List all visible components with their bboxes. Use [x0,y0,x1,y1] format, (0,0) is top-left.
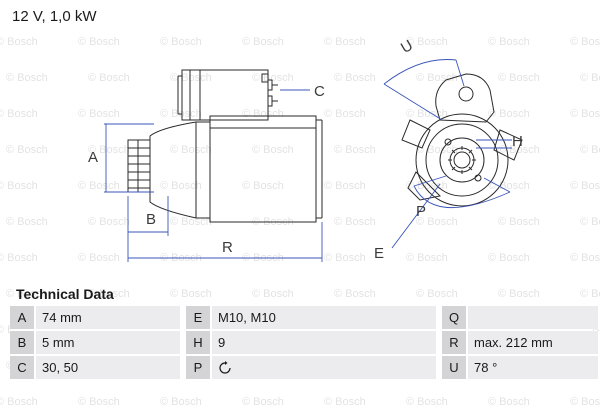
spec-value [212,356,442,379]
front-housing-outer [415,113,509,207]
label-C: C [314,83,325,100]
watermark-text: © Bosch [78,396,120,408]
spec-key: B [10,331,36,354]
spec-title: 12 V, 1,0 kW [12,8,97,25]
technical-data-title: Technical Data [16,286,114,302]
spec-value: max. 212 mm [468,331,600,354]
label-A: A [88,149,98,166]
spec-value: 74 mm [36,306,186,329]
spec-value [468,306,600,329]
spec-key: C [10,356,36,379]
label-U: U [398,37,416,57]
watermark-text: © Bosch [406,396,448,408]
spec-key: R [442,331,468,354]
spec-key: A [10,306,36,329]
side-view [127,69,323,223]
spec-value: 5 mm [36,331,186,354]
solenoid-body [181,69,269,121]
drive-end-housing [149,121,210,219]
spec-key: Q [442,306,468,329]
spec-key: P [186,356,212,379]
spec-value: 30, 50 [36,356,186,379]
label-R: R [222,239,233,256]
spec-value: M10, M10 [212,306,442,329]
motor-housing [209,115,317,223]
watermark-text: © Bosch [324,396,366,408]
spec-key: U [442,356,468,379]
label-H: H [512,133,523,150]
label-B: B [146,211,156,228]
starter-motor-drawing: A B C R U H P E [88,37,523,262]
mounting-ear-bottom [407,171,442,201]
watermark-text: © Bosch [488,396,530,408]
spec-value: 78 ° [468,356,600,379]
rotation-arrow-icon [219,360,231,374]
spec-key: E [186,306,212,329]
front-view-dimensions [383,59,512,249]
watermark-text: © Bosch [242,396,284,408]
mounting-ear-right [493,129,523,161]
watermark-text: © Bosch [160,396,202,408]
mounting-hole-top [458,86,474,102]
spec-key: H [186,331,212,354]
spec-value: 9 [212,331,442,354]
mounting-flange [435,73,495,123]
label-P: P [416,203,426,220]
watermark-text: © Bosch [570,396,600,408]
front-view [401,73,523,207]
mounting-ear-left [401,119,431,149]
label-E: E [374,245,384,262]
watermark-text: © Bosch [0,396,38,408]
side-view-dimensions [104,89,323,262]
